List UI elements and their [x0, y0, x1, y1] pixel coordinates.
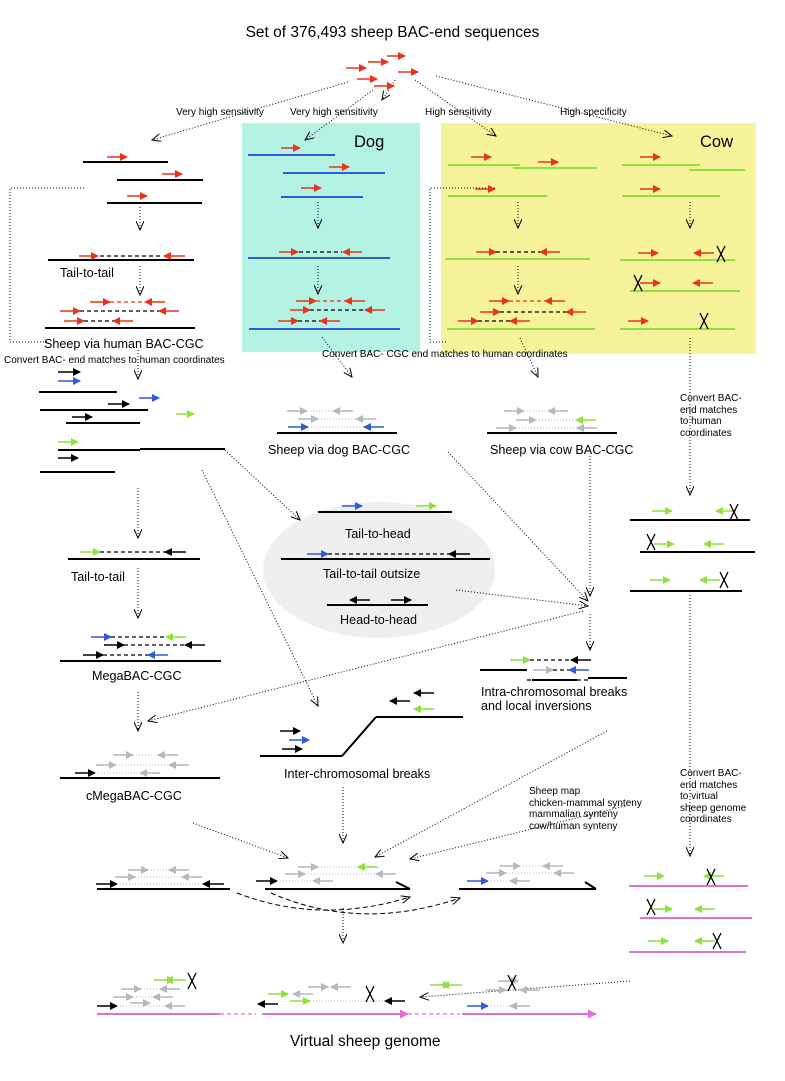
- tail-to-tail-outsize-label: Tail-to-tail outsize: [323, 567, 421, 581]
- no-match-cross: [706, 868, 716, 886]
- sheep-via-human-label: Sheep via human BAC-CGC: [44, 337, 204, 351]
- anomaly-ellipse: [263, 502, 495, 638]
- sequence-line: [584, 881, 597, 890]
- cow-panel-title: Cow: [700, 133, 734, 151]
- inter-breaks-label: Inter-chromosomal breaks: [284, 767, 431, 781]
- sheep-map-label: Sheep map chicken-mammal synteny mammali…: [529, 786, 642, 832]
- tail-to-tail-mid-label: Tail-to-tail: [71, 570, 125, 584]
- no-match-cross: [712, 932, 722, 950]
- flow-intra-to-virtual: [375, 730, 608, 857]
- dog-panel: [242, 123, 420, 352]
- convert-bac-cgc-label: Convert BAC- CGC end matches to human co…: [322, 349, 568, 360]
- flow-join-left: [236, 892, 410, 911]
- no-match-cross: [507, 974, 517, 992]
- flow-dog-to-breaks: [447, 451, 588, 601]
- diagram-footer: Virtual sheep genome: [290, 1033, 441, 1050]
- megabac-label: MegaBAC-CGC: [92, 669, 182, 683]
- no-match-cross: [646, 898, 656, 916]
- head-to-head-label: Head-to-head: [340, 613, 418, 627]
- no-match-cross: [633, 274, 643, 292]
- no-match-cross: [699, 312, 709, 330]
- flow-cmegabac-to-virtual: [192, 822, 288, 858]
- flow-human-bracket: [9, 187, 84, 343]
- no-match-cross: [719, 571, 729, 589]
- no-match-cross: [365, 985, 375, 1003]
- sheep-via-cow-label: Sheep via cow BAC-CGC: [490, 443, 634, 457]
- convert-bac-end-label: Convert BAC- end matches to human coordi…: [4, 355, 225, 366]
- flow-to-dog: [305, 89, 374, 140]
- sequence-line: [341, 716, 377, 757]
- flow-to-ellipse: [224, 449, 300, 520]
- flow-to-human: [152, 81, 349, 140]
- tail-to-tail-top-label: Tail-to-tail: [60, 266, 114, 280]
- intra-breaks-label: Intra-chromosomal breaks and local inver…: [481, 685, 628, 714]
- strategy-dog-label: Very high sensitivity: [290, 107, 378, 118]
- flow-cow-bracket: [429, 187, 495, 343]
- flow-cow-convert: [519, 337, 538, 377]
- dog-panel-title: Dog: [354, 133, 385, 151]
- diagram-title: Set of 376,493 sheep BAC-end sequences: [245, 24, 540, 41]
- no-match-cross: [646, 533, 656, 551]
- no-match-cross: [729, 503, 739, 521]
- tail-to-head-label: Tail-to-head: [345, 527, 411, 541]
- flow-ellipse-to-breaks: [455, 589, 588, 606]
- cmegabac-label: cMegaBAC-CGC: [86, 789, 182, 803]
- convert-cow-human-label: Convert BAC- end matches to human coordi…: [680, 393, 742, 439]
- strategy-cow-sensitivity-label: High sensitivity: [425, 107, 492, 118]
- sheep-via-dog-label: Sheep via dog BAC-CGC: [268, 443, 411, 457]
- sequence-line: [395, 881, 411, 890]
- flow-map-to-virtual: [410, 805, 626, 859]
- strategy-human-label: Very high sensitivity: [176, 107, 264, 118]
- no-match-cross: [716, 245, 726, 263]
- flow-to-inter-breaks: [201, 469, 318, 706]
- strategy-cow-specificity-label: High specificity: [560, 107, 627, 118]
- flow-join-right: [270, 892, 460, 915]
- flow-cow-to-final: [420, 980, 631, 997]
- flow-to-dog-sensitivity: [382, 79, 396, 100]
- no-match-cross: [187, 972, 197, 990]
- convert-virtual-label: Convert BAC- end matches to virtual shee…: [680, 768, 747, 825]
- flow-dog-convert: [321, 336, 352, 377]
